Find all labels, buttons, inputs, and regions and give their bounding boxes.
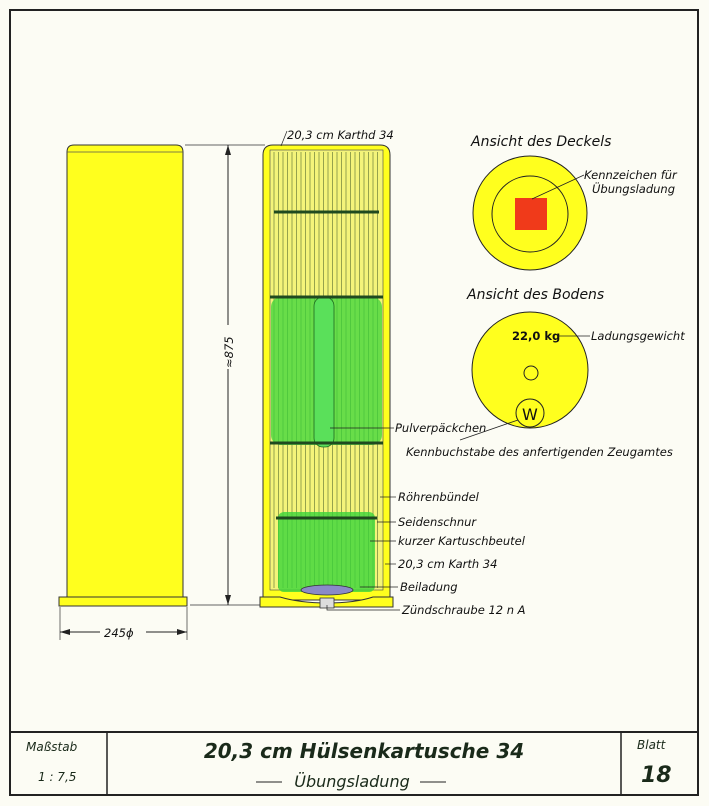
label-tube-bundle: Röhrenbündel — [398, 490, 480, 504]
maker-letter-label: Kennbuchstabe des anfertigenden Zeugamte… — [406, 445, 673, 459]
scale-label: Maßstab — [26, 740, 78, 754]
marker-label-line1: Kennzeichen für — [584, 168, 678, 182]
diameter-dimension-label: 245ϕ — [104, 626, 134, 640]
primer-hole — [523, 365, 539, 381]
label-short-bag: kurzer Kartuschbeutel — [398, 534, 526, 548]
base-view: Ansicht des Bodens 22,0 kg Ladungsgewich… — [406, 287, 685, 459]
label-silk-cord: Seidenschnur — [398, 515, 477, 529]
charge-weight-label: Ladungsgewicht — [591, 329, 685, 343]
lid-view-heading: Ansicht des Deckels — [470, 134, 611, 150]
igniter-charge — [300, 584, 354, 596]
lid-view: Ansicht des Deckels Kennzeichen für Übun… — [470, 134, 678, 271]
practice-charge-marker — [515, 198, 547, 230]
section-labels — [280, 130, 400, 611]
length-dimension-label: ≈875 — [222, 336, 236, 368]
title-block: Maßstab 1 : 7,5 20,3 cm Hülsenkartusche … — [10, 731, 698, 795]
label-primer: Zündschraube 12 n A — [401, 603, 526, 617]
short-cartridge-bag — [278, 512, 375, 592]
case-exterior-view — [58, 144, 188, 607]
drawing-subtitle: Übungsladung — [294, 772, 409, 791]
diameter-dimension: 245ϕ — [59, 607, 188, 640]
base-view-heading: Ansicht des Bodens — [466, 287, 604, 303]
scale-value: 1 : 7,5 — [38, 770, 76, 784]
charge-weight: 22,0 kg — [512, 329, 560, 343]
label-powder-packets: Pulverpäckchen — [395, 421, 486, 435]
length-dimension: ≈875 — [185, 144, 265, 606]
sheet-number: 18 — [641, 763, 672, 788]
drawing-title: 20,3 cm Hülsenkartusche 34 — [204, 739, 524, 763]
label-igniter-charge: Beiladung — [400, 580, 458, 594]
maker-letter: W — [522, 405, 538, 424]
label-cap: 20,3 cm Karthd 34 — [287, 128, 394, 142]
case-rim — [58, 596, 188, 607]
marker-label-line2: Übungsladung — [592, 180, 675, 196]
label-cartridge-bag: 20,3 cm Karth 34 — [398, 557, 497, 571]
sheet-label: Blatt — [637, 738, 667, 752]
case-section-view — [259, 144, 394, 609]
